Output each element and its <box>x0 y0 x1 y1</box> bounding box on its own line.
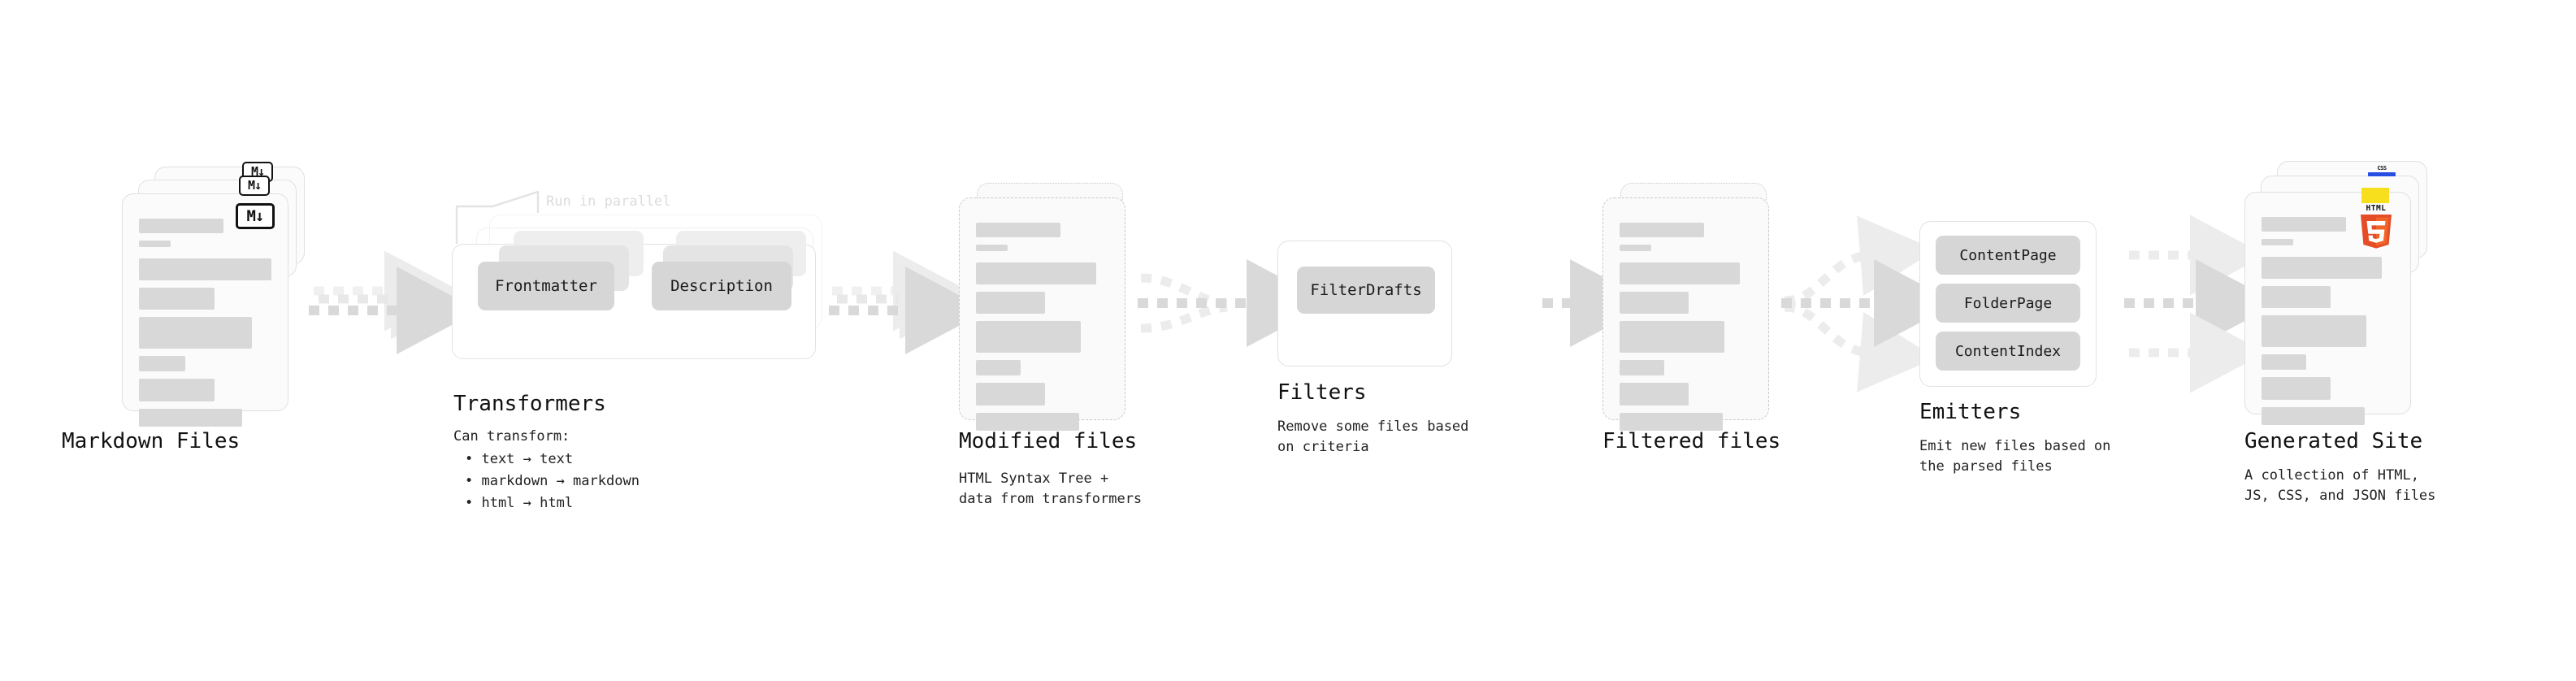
transformers-bullet-1: • markdown → markdown <box>465 473 640 489</box>
modified-file-card-front[interactable] <box>959 197 1125 431</box>
transformers-bullet-0: • text → text <box>465 451 574 467</box>
placeholder-lines <box>976 223 1108 438</box>
emitters-pill-contentpage-label: ContentPage <box>1959 246 2057 264</box>
emitters-pill-folderpage-label: FolderPage <box>1963 294 2053 312</box>
filters-pill-filterdrafts-label: FilterDrafts <box>1310 281 1422 299</box>
markdown-badge-letter-mid: M <box>247 178 255 193</box>
markdown-badge-arrow: ↓ <box>255 206 264 225</box>
emitters-pill-contentindex-label: ContentIndex <box>1954 342 2062 360</box>
modified-files-subtitle: HTML Syntax Tree + data from transformer… <box>959 471 1143 507</box>
run-in-parallel-annotation: Run in parallel <box>546 193 671 210</box>
js-badge <box>2361 188 2389 203</box>
css-badge: CSS <box>2368 165 2396 176</box>
connector-transformers-to-modified <box>829 250 988 354</box>
markdown-badge-mid: M↓ <box>239 176 270 196</box>
markdown-badge-icon: M↓ <box>236 203 275 229</box>
connector-markdown-to-transformers <box>309 250 479 354</box>
transformer-pill-description[interactable]: Description <box>652 262 791 310</box>
transformer-pill-description-label: Description <box>670 277 773 295</box>
markdown-badge-arrow-back: ↓ <box>258 164 265 179</box>
transformers-subtitle: Can transform: <box>453 428 570 445</box>
emitters-subtitle: Emit new files based on the parsed files <box>1919 438 2111 475</box>
emitters-pill-folderpage[interactable]: FolderPage <box>1936 284 2080 323</box>
placeholder-lines <box>139 219 271 434</box>
filters-subtitle: Remove some files based on criteria <box>1277 419 1469 455</box>
connector-emitters-to-site <box>2124 215 2279 393</box>
markdown-files-stack: M↓ M↓ M↓ <box>122 162 309 427</box>
stage-title-modified-files: Modified files <box>959 429 1138 453</box>
emitters-pill-contentindex[interactable]: ContentIndex <box>1936 332 2080 371</box>
transformer-pill-frontmatter[interactable]: Frontmatter <box>478 262 614 310</box>
connector-modified-to-filters <box>1138 259 1329 347</box>
modified-files-stack <box>959 183 1146 431</box>
markdown-file-card-front[interactable] <box>122 193 288 427</box>
transformer-pill-frontmatter-label: Frontmatter <box>495 277 597 295</box>
css-badge-label: CSS <box>2377 165 2387 171</box>
stage-title-markdown-files: Markdown Files <box>62 429 241 453</box>
filters-pill-filterdrafts[interactable]: FilterDrafts <box>1297 267 1435 314</box>
stage-title-transformers: Transformers <box>453 392 606 416</box>
generated-site-subtitle: A collection of HTML, JS, CSS, and JSON … <box>2244 467 2436 504</box>
markdown-badge-letter: M <box>246 206 256 225</box>
filtered-files-stack <box>1602 183 1789 431</box>
transformers-group: Frontmatter Description <box>452 192 834 387</box>
emitters-pill-contentpage[interactable]: ContentPage <box>1936 236 2080 275</box>
html5-badge: HTML <box>2355 202 2397 250</box>
stage-title-emitters: Emitters <box>1919 400 2022 424</box>
connector-filtered-to-emitters <box>1781 215 1957 393</box>
transformers-bullet-2: • html → html <box>465 495 574 511</box>
markdown-badge-arrow-mid: ↓ <box>254 178 262 193</box>
filtered-file-card-front[interactable] <box>1602 197 1769 431</box>
svg-text:HTML: HTML <box>2366 204 2387 213</box>
markdown-badge-letter-back: M <box>250 164 258 179</box>
stage-title-generated-site: Generated Site <box>2244 429 2423 453</box>
generated-site-stack: CSS HTML <box>2244 161 2439 425</box>
placeholder-lines <box>1620 223 1752 438</box>
stage-title-filtered-files: Filtered files <box>1602 429 1781 453</box>
placeholder-lines <box>2262 217 2394 432</box>
stage-title-filters: Filters <box>1277 380 1367 405</box>
